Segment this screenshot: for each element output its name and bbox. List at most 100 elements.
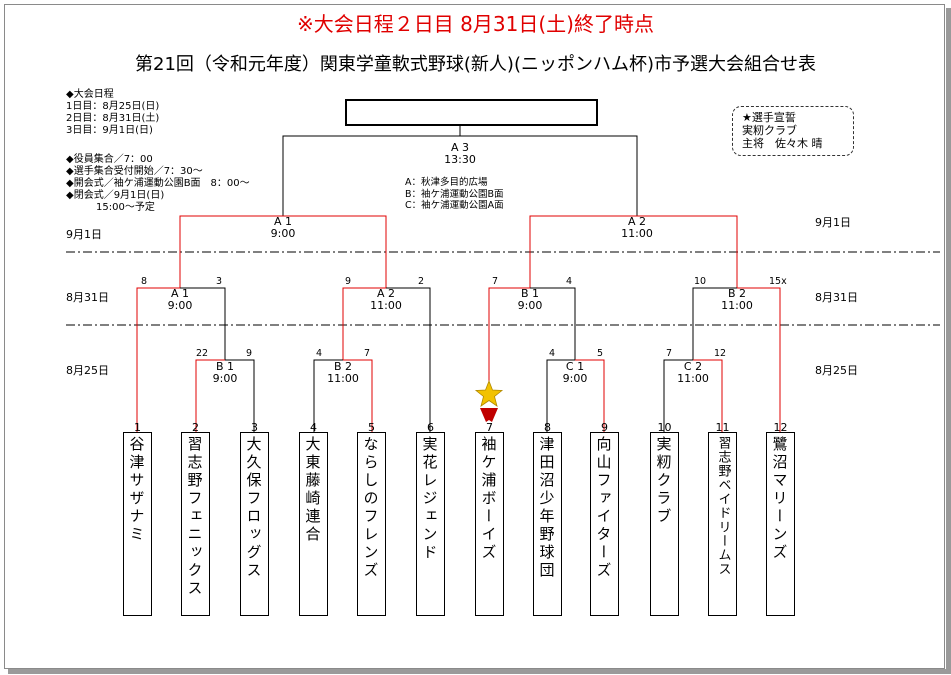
qf4-left <box>692 287 737 360</box>
match-final-code: A 3 <box>450 141 470 154</box>
qf1-right <box>180 287 226 360</box>
match-semi-right-time: 11:00 <box>621 227 653 240</box>
schedule-day3: 3日目：9月1日(日) <box>66 125 153 136</box>
match-qf1-code: A 1 <box>170 287 190 300</box>
score-b1-right: 9 <box>246 348 253 359</box>
match-qf2-code: A 2 <box>376 287 396 300</box>
frame-shadow-bottom <box>8 669 951 674</box>
score-b2-left: 4 <box>316 348 323 359</box>
qf1-left <box>136 287 180 432</box>
b1-left <box>195 359 225 432</box>
semi-right-winner <box>529 215 637 288</box>
oath-captain: 主将 佐々木 晴 <box>742 137 823 150</box>
b2-left <box>313 359 343 432</box>
match-qf4-code: B 2 <box>727 287 747 300</box>
team-number: 8 <box>544 421 551 434</box>
match-qf2-time: 11:00 <box>370 299 402 312</box>
oath-box: ★選手宣誓 実籾クラブ 主将 佐々木 晴 <box>732 106 854 156</box>
final-bracket <box>282 135 638 216</box>
score-c1-left: 4 <box>549 348 556 359</box>
venue-b: B：袖ケ浦運動公園B面 <box>405 188 504 200</box>
team-box: ならしのフレンズ <box>357 432 386 616</box>
team-number: 12 <box>773 421 788 434</box>
qf4-right <box>737 287 781 432</box>
team-box: 鷺沼マリーンズ <box>766 432 795 616</box>
venue-legend: A：秋津多目的広場 B：袖ケ浦運動公園B面 C：袖ケ浦運動公園A面 <box>405 177 504 212</box>
venue-c: C：袖ケ浦運動公園A面 <box>405 200 504 211</box>
status-banner: ※大会日程２日目 8月31日(土)終了時点 <box>297 12 654 36</box>
qf2-left <box>342 287 386 360</box>
match-qf1-time: 9:00 <box>167 299 193 312</box>
times-closing-time: 15:00～予定 <box>96 202 155 213</box>
score-qf4-right: 15x <box>769 276 787 287</box>
match-semi-left-time: 9:00 <box>270 227 296 240</box>
match-qf4-time: 11:00 <box>721 299 753 312</box>
team-box: 大東藤崎連合 <box>299 432 328 616</box>
team-name: 津田沼少年野球団 <box>537 436 556 580</box>
page-frame <box>4 4 945 669</box>
team-number: 3 <box>251 421 258 434</box>
match-final-time: 13:30 <box>444 153 476 166</box>
score-qf1-left: 8 <box>141 276 148 287</box>
qf2-right <box>386 287 431 432</box>
score-qf2-left: 9 <box>345 276 352 287</box>
match-semi-right-code: A 2 <box>627 215 647 228</box>
team-number: 5 <box>368 421 375 434</box>
team-name: 鷺沼マリーンズ <box>770 436 789 562</box>
schedule-heading: ◆大会日程 <box>66 89 114 100</box>
venue-a: A：秋津多目的広場 <box>405 177 488 188</box>
team-box: 実花レジェンド <box>416 432 445 616</box>
c1-left <box>546 359 575 432</box>
team-name: 谷津サザナミ <box>127 436 146 544</box>
team-number: 6 <box>427 421 434 434</box>
semi-left-winner2 <box>283 215 387 288</box>
c2-right <box>693 359 723 432</box>
match-c1-code: C 1 <box>565 360 585 373</box>
oath-heading: ★選手宣誓 <box>742 111 796 124</box>
match-b1-time: 9:00 <box>212 372 238 385</box>
date-right-aug31: 8月31日 <box>815 291 858 304</box>
match-qf3-code: B 1 <box>520 287 540 300</box>
frame-shadow-right <box>946 8 951 672</box>
date-right-sep1: 9月1日 <box>815 216 851 229</box>
score-qf2-right: 2 <box>418 276 425 287</box>
team-box: 実籾クラブ <box>650 432 679 616</box>
date-left-aug31: 8月31日 <box>66 291 109 304</box>
team-box: 大久保フロッグス <box>240 432 269 616</box>
page-title: 第21回（令和元年度）関東学童軟式野球(新人)(ニッポンハム杯)市予選大会組合せ… <box>135 54 816 75</box>
score-c2-right: 12 <box>714 348 727 359</box>
match-b2-time: 11:00 <box>327 372 359 385</box>
score-c1-right: 5 <box>597 348 604 359</box>
team-name: 大東藤崎連合 <box>303 436 322 544</box>
b1-right <box>225 359 255 432</box>
team-box: 袖ケ浦ボーイズ <box>475 432 504 616</box>
score-c2-left: 7 <box>666 348 673 359</box>
oath-team: 実籾クラブ <box>742 124 797 137</box>
team-number: 11 <box>715 421 730 434</box>
team-name: 実籾クラブ <box>654 436 673 526</box>
team-box: 習志野フェニックス <box>181 432 210 616</box>
team-name: 実花レジェンド <box>420 436 439 562</box>
team-number: 7 <box>486 421 493 434</box>
times-block: ◆役員集合／7：00◆選手集合受付開始／7：30～◆開会式／袖ケ浦運動公園B面 … <box>66 154 250 214</box>
team-name: 大久保フロッグス <box>244 436 263 580</box>
team-box: 谷津サザナミ <box>123 432 152 616</box>
team-name: 習志野ベイドリームス <box>715 436 731 576</box>
date-right-aug25: 8月25日 <box>815 364 858 377</box>
b2-right <box>343 359 373 432</box>
team-name: 習志野フェニックス <box>185 436 204 598</box>
score-qf1-right: 3 <box>216 276 223 287</box>
qf3-right <box>530 287 576 360</box>
match-b2-code: B 2 <box>333 360 353 373</box>
match-c1-time: 9:00 <box>562 372 588 385</box>
